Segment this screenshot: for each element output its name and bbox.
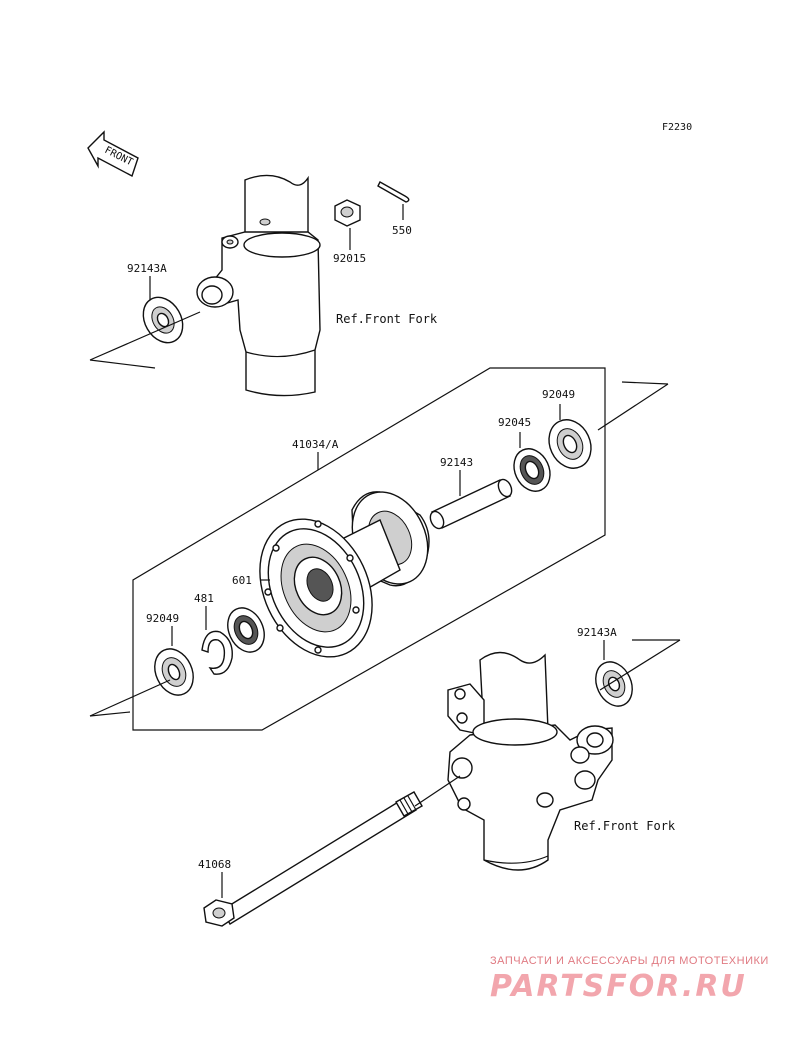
label-92015: 92015 [333,252,366,265]
hub-assembly-outline [132,367,606,731]
ref-front-fork-upper: Ref.Front Fork [336,312,438,326]
seal-92049-left [154,648,194,696]
collar-92143a-top [142,296,184,344]
label-92049-right: 92049 [542,388,575,401]
bearing-92045 [513,448,551,492]
label-92045: 92045 [498,416,531,429]
circlip-481 [201,630,233,675]
axle-41068 [203,791,423,927]
label-92049-left: 92049 [146,612,179,625]
label-41068: 41068 [198,858,231,871]
watermark-tagline: ЗАПЧАСТИ И АКСЕССУАРЫ ДЛЯ МОТОТЕХНИКИ [490,955,769,967]
label-92143a-right: 92143A [577,626,617,639]
front-arrow-icon: FRONT [87,130,139,178]
label-92143a-top: 92143A [127,262,167,275]
lower-fork-leg [447,651,614,871]
seal-92049-right [548,419,592,469]
label-601: 601 [232,574,252,587]
label-481: 481 [194,592,214,605]
spacer-92143 [429,478,513,530]
ref-front-fork-lower: Ref.Front Fork [574,819,676,833]
label-41034a: 41034/A [292,438,339,451]
label-92143: 92143 [440,456,473,469]
upper-fork-leg [196,174,321,397]
nut-92015 [334,199,361,227]
front-hub [259,491,430,658]
cotter-pin-550 [377,181,410,203]
watermark-brand: PARTSFOR.RU [490,969,747,1004]
figure-code: F2230 [662,122,692,133]
bearing-601 [227,607,265,653]
collar-92143a-right [595,661,633,707]
label-550: 550 [392,224,412,237]
